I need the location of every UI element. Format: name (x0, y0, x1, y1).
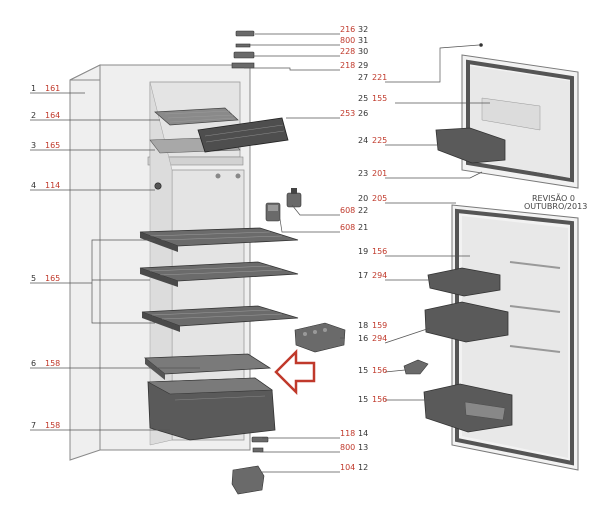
callout-3-code: 165 (45, 141, 60, 150)
callout-26-code: 253 (340, 109, 355, 118)
callout-5-code: 165 (45, 274, 60, 283)
callout-2-code: 164 (45, 111, 60, 120)
callout-22-num: 22 (358, 206, 368, 215)
callout-32-num: 32 (358, 25, 368, 34)
callout-21-code: 608 (340, 223, 355, 232)
door-pin (479, 43, 483, 47)
freezer-door-flap (197, 117, 289, 153)
callout-6-code: 158 (45, 359, 60, 368)
callout-5-num: 5 (31, 274, 36, 283)
callout-18-code: 159 (372, 321, 387, 330)
callout-20-num: 19 (358, 247, 368, 256)
crisper-cover (143, 353, 272, 380)
callout-7-num: 7 (31, 421, 36, 430)
freezer-door (435, 54, 579, 189)
callout-23-num: 20 (358, 194, 368, 203)
callout-21-num: 21 (358, 223, 368, 232)
leader-lines (30, 33, 490, 473)
thermostat-housing (265, 202, 281, 222)
door-clip (403, 359, 429, 375)
callout-26-num: 26 (358, 109, 368, 118)
callout-15-code: 156 (372, 395, 387, 404)
callout-19-num: 17 (358, 271, 368, 280)
callout-12-code: 104 (340, 463, 355, 472)
callout-14-code: 118 (340, 429, 355, 438)
door-bin-lower (423, 383, 513, 433)
egg-tray (294, 322, 346, 353)
callout-16-num: 15 (358, 366, 368, 375)
callout-15-num: 15 (358, 395, 368, 404)
callout-17-num: 16 (358, 334, 368, 343)
callout-13-num: 13 (358, 443, 368, 452)
fridge-shelf-1 (139, 227, 299, 252)
callout-19-code: 294 (372, 271, 387, 280)
callout-25-code: 225 (372, 136, 387, 145)
highlight-arrow (274, 348, 316, 396)
callout-16-code: 156 (372, 366, 387, 375)
callout-20-code: 156 (372, 247, 387, 256)
callout-1-num: 1 (31, 84, 36, 93)
callout-12-num: 12 (358, 463, 368, 472)
callout-28-num: 27 (358, 73, 368, 82)
callout-24-num: 23 (358, 169, 368, 178)
callout-32-code: 216 (340, 25, 355, 34)
callout-7-code: 158 (45, 421, 60, 430)
door-bin-upper (427, 267, 501, 297)
callout-30-code: 228 (340, 47, 355, 56)
callout-25-num: 24 (358, 136, 368, 145)
thermostat-knob (154, 182, 162, 190)
callout-31-code: 800 (340, 36, 355, 45)
callout-29-num: 29 (358, 61, 368, 70)
callout-30-num: 30 (358, 47, 368, 56)
revision-line-2: OUTUBRO/2013 (524, 202, 587, 211)
revision-line-1: REVISÃO 0 (532, 193, 575, 203)
door-bin-middle (424, 301, 509, 343)
callout-29-code: 218 (340, 61, 355, 70)
callout-23-code: 205 (372, 194, 387, 203)
top-hinge-parts (231, 30, 255, 69)
callout-24-code: 201 (372, 169, 387, 178)
fridge-shelf-2 (139, 261, 299, 287)
callout-4-code: 114 (45, 181, 60, 190)
callout-4-num: 4 (31, 181, 36, 190)
callout-2-num: 2 (31, 111, 36, 120)
callout-6-num: 6 (31, 359, 36, 368)
bottom-hinge-parts (231, 436, 269, 495)
callout-28-code: 221 (372, 73, 387, 82)
lamp-holder (286, 188, 302, 208)
callout-18-num: 18 (358, 321, 368, 330)
callout-17-code: 294 (372, 334, 387, 343)
callout-14-num: 14 (358, 429, 368, 438)
callout-27-num: 25 (358, 94, 368, 103)
callout-27-code: 155 (372, 94, 387, 103)
callout-13-code: 800 (340, 443, 355, 452)
callout-22-code: 608 (340, 206, 355, 215)
callout-labels: 1 161 2 164 3 165 4 114 5 165 6 158 7 15… (31, 25, 387, 472)
freezer-wire-shelf (154, 107, 239, 126)
callout-1-code: 161 (45, 84, 60, 93)
fridge-shelf-3 (141, 305, 299, 332)
callout-3-num: 3 (31, 141, 36, 150)
crisper-drawer (146, 377, 276, 441)
callout-31-num: 31 (358, 36, 368, 45)
